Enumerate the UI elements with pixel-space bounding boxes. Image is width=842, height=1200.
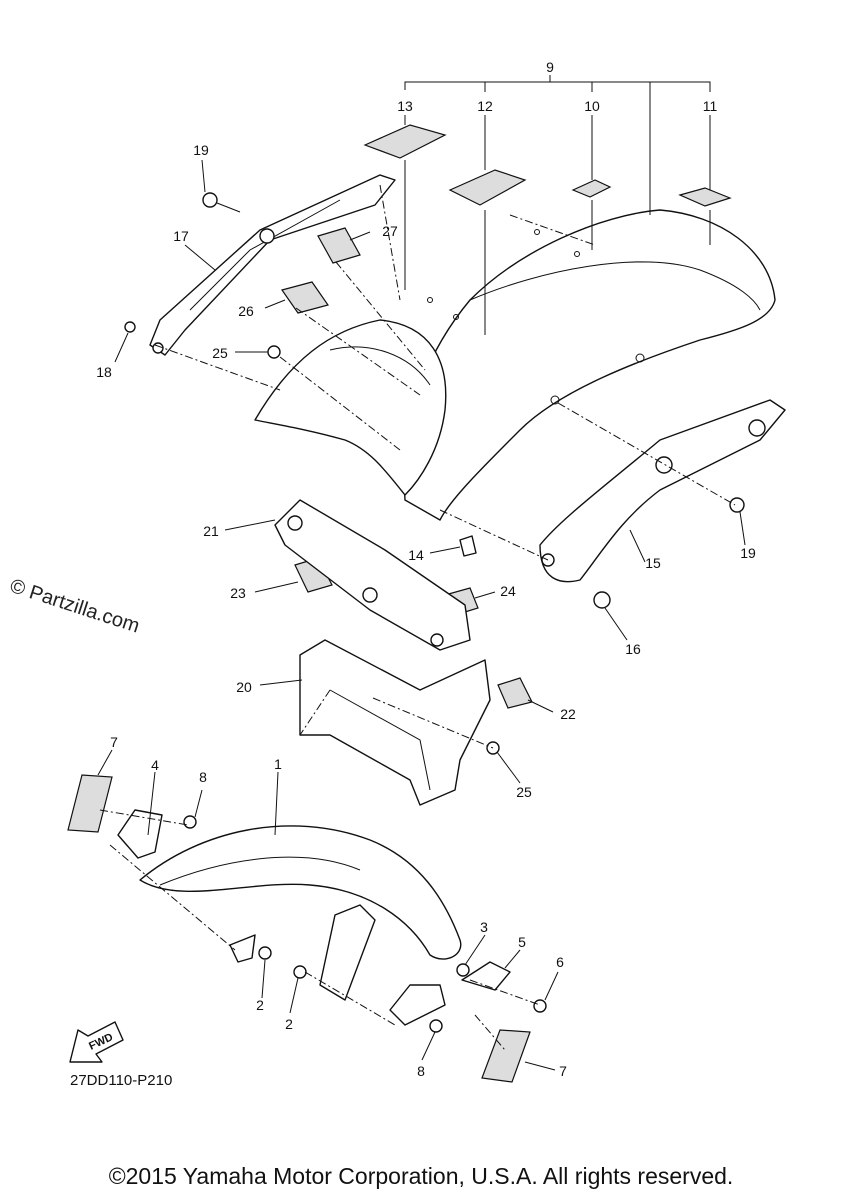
bolt-19-upper — [202, 192, 241, 213]
callout: 27 — [382, 223, 398, 239]
callout: 8 — [199, 769, 207, 785]
callout: 16 — [625, 641, 641, 657]
pad-27 — [317, 227, 361, 264]
callout: 22 — [560, 706, 576, 722]
emblem-11 — [678, 187, 732, 207]
assembly-lines — [99, 184, 736, 1051]
callout: 13 — [397, 98, 413, 114]
callout: 25 — [212, 345, 228, 361]
leader-lines — [97, 75, 746, 1071]
bolt-2-b — [293, 965, 307, 979]
decal-13 — [363, 124, 447, 159]
copyright: ©2015 Yamaha Motor Corporation, U.S.A. A… — [108, 1163, 734, 1189]
callout: 19 — [193, 142, 209, 158]
reflector-bracket-right — [389, 961, 511, 1026]
callout: 7 — [110, 734, 118, 750]
grommet-18 — [124, 321, 136, 333]
callout: 26 — [238, 303, 254, 319]
callout: 7 — [559, 1063, 567, 1079]
callout: 10 — [584, 98, 600, 114]
bolt-19-lower — [729, 497, 745, 513]
callout: 23 — [230, 585, 246, 601]
callout-numbers: 9 13 12 10 11 19 27 17 26 25 18 21 14 15… — [96, 59, 756, 1079]
diagram-code: 27DD110-P210 — [70, 1072, 173, 1089]
rivet-16 — [593, 591, 611, 609]
front-fender — [139, 825, 462, 960]
callout: 17 — [173, 228, 189, 244]
decal-10 — [571, 179, 612, 198]
callout: 18 — [96, 364, 112, 380]
callout: 3 — [480, 919, 488, 935]
rear-fender — [254, 209, 776, 521]
fender-bracket-left — [229, 904, 376, 1001]
bolt-2-a — [258, 946, 272, 960]
callout: 8 — [417, 1063, 425, 1079]
callout: 14 — [408, 547, 424, 563]
side-bracket-right — [539, 399, 786, 583]
callout: 21 — [203, 523, 219, 539]
stay-plate — [274, 499, 471, 651]
inner-fender — [299, 639, 491, 806]
callout: 4 — [151, 757, 159, 773]
reflector-bracket-left — [117, 809, 163, 859]
pad-22 — [497, 677, 533, 709]
callout: 19 — [740, 545, 756, 561]
clip-25-upper — [267, 345, 281, 359]
decal-12 — [448, 169, 527, 206]
callout: 2 — [256, 997, 264, 1013]
collar-3 — [456, 963, 470, 977]
callout: 24 — [500, 583, 516, 599]
callout: 5 — [518, 934, 526, 950]
callout: 9 — [546, 59, 554, 75]
reflector-left — [67, 774, 113, 833]
fwd-arrow-icon: FWD — [69, 1021, 124, 1063]
nut-8-lower — [429, 1019, 443, 1033]
callout: 1 — [274, 756, 282, 772]
callout: 2 — [285, 1016, 293, 1032]
reflector-right — [481, 1029, 531, 1083]
callout: 15 — [645, 555, 661, 571]
pad-26 — [281, 281, 329, 314]
clip-14 — [459, 535, 477, 557]
callout: 12 — [477, 98, 493, 114]
callout: 20 — [236, 679, 252, 695]
bolt-6 — [533, 999, 547, 1013]
callout: 6 — [556, 954, 564, 970]
callout: 11 — [703, 98, 718, 114]
side-bracket-left — [149, 174, 396, 356]
callout: 25 — [516, 784, 532, 800]
nut-8-upper — [183, 815, 197, 829]
